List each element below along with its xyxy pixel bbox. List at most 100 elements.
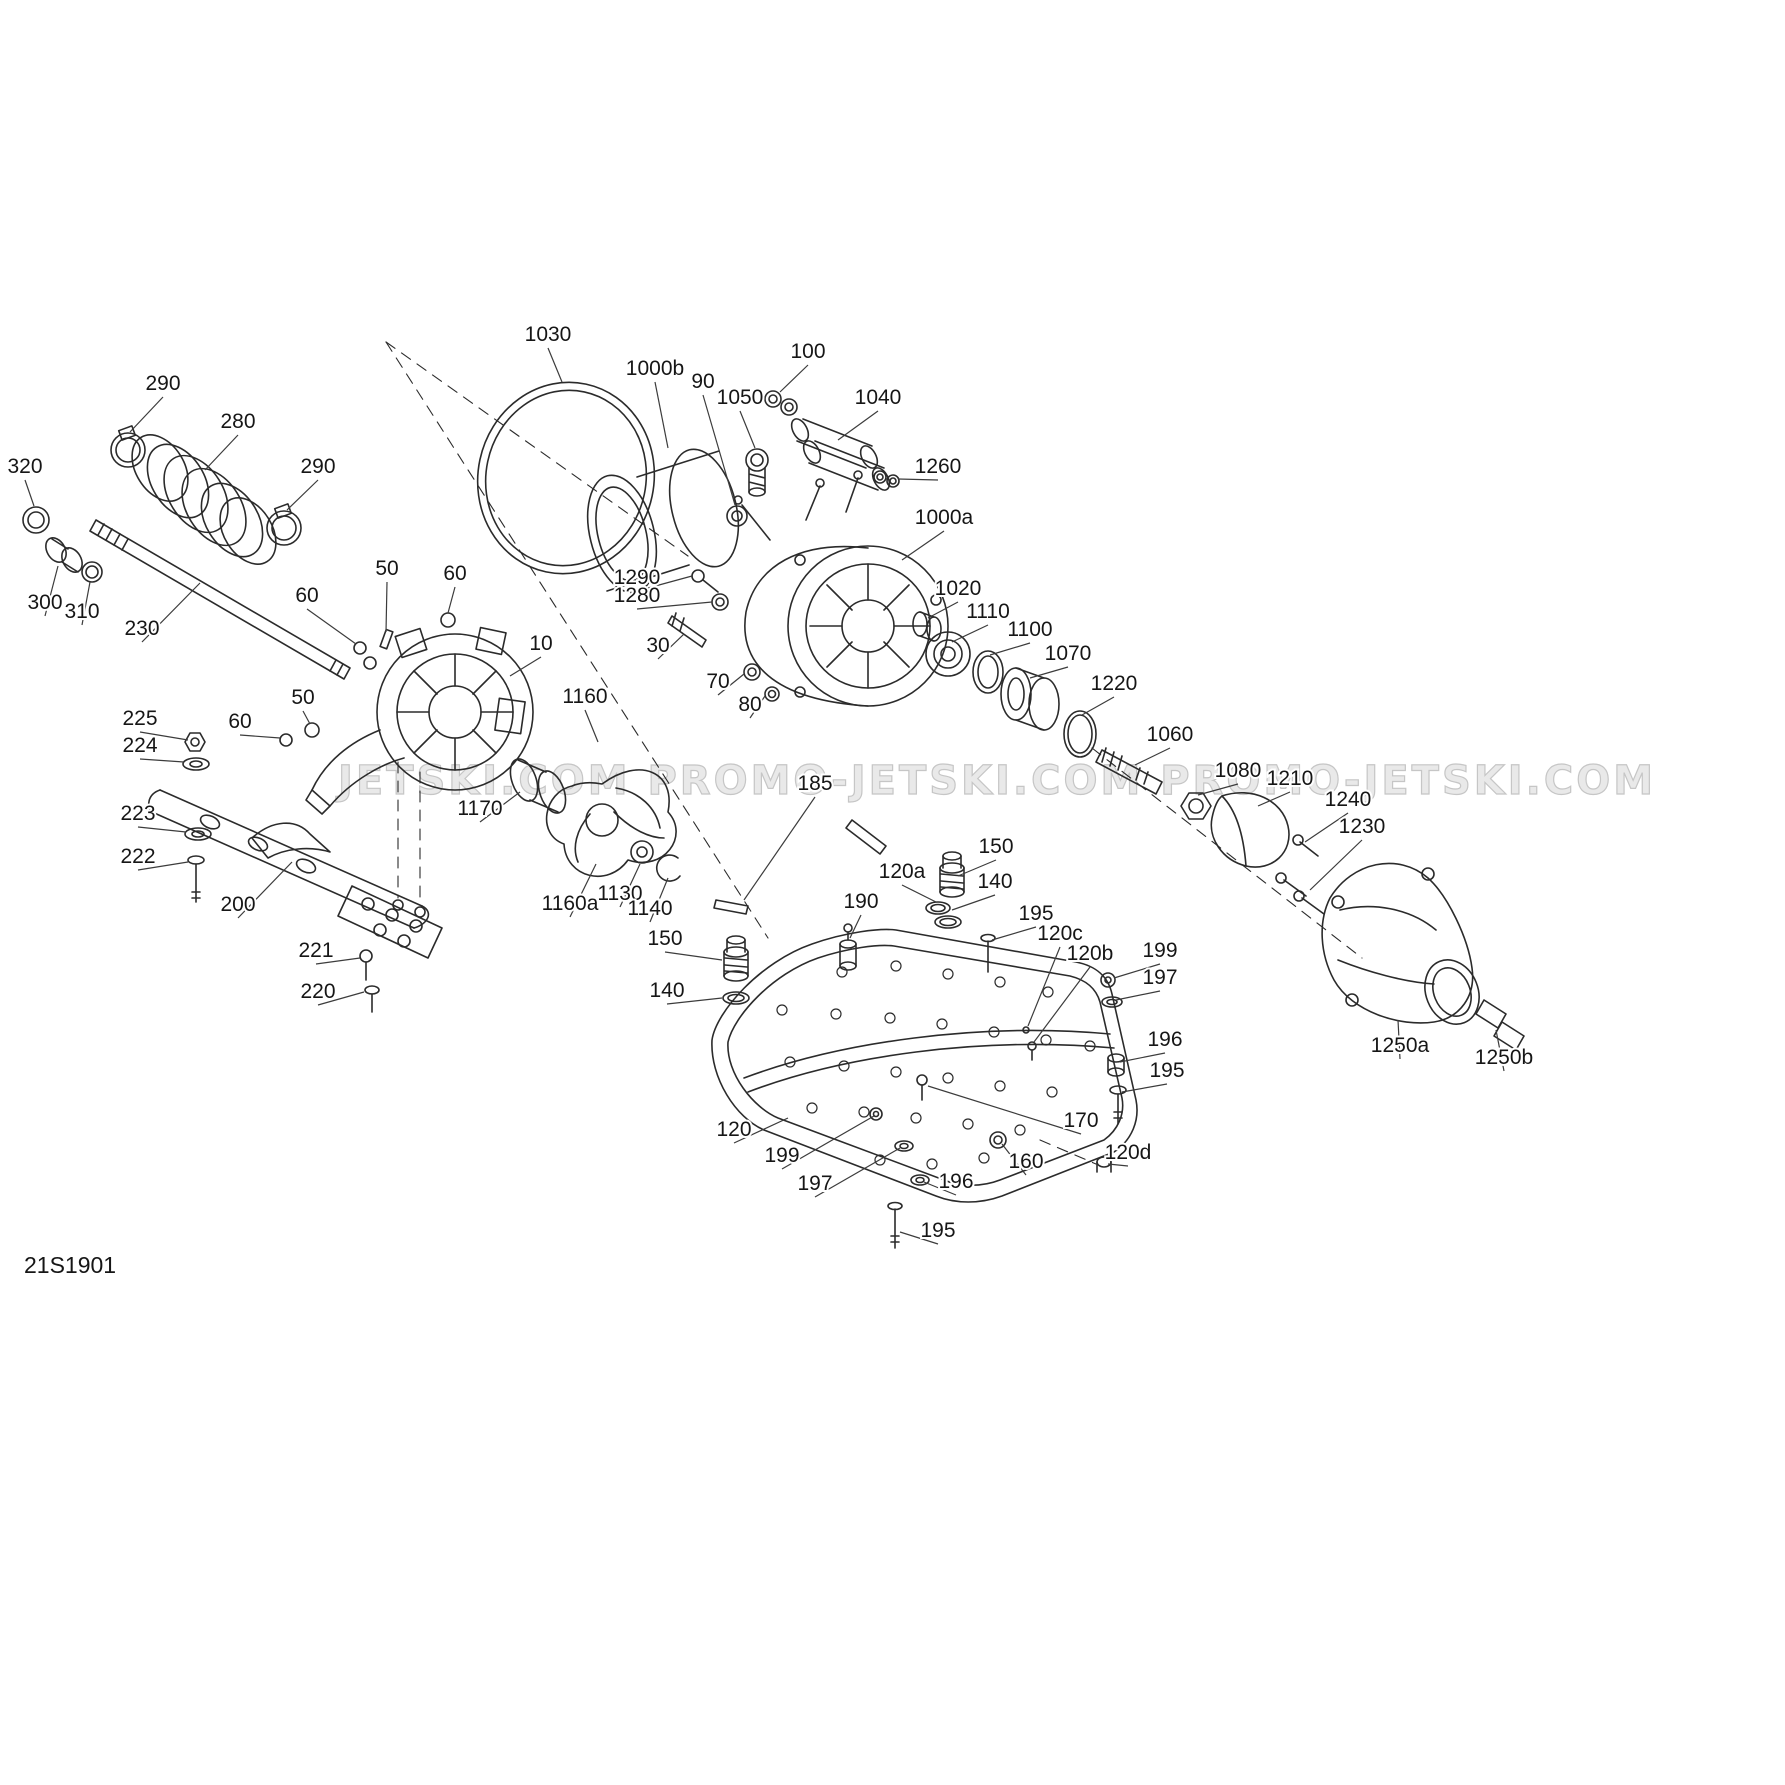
callout-leader-50 (385, 581, 388, 633)
callout-leader-160 (1001, 1143, 1027, 1176)
callout-label-195: 195 (1018, 902, 1053, 925)
callout-leader-197 (814, 1147, 901, 1198)
callout-label-1080: 1080 (1215, 759, 1262, 782)
callout-label-70: 70 (706, 670, 729, 693)
callout-label-221: 221 (298, 939, 333, 962)
callout-leader-1250b (1495, 1029, 1505, 1072)
callout-label-100: 100 (790, 340, 825, 363)
tube-1040 (790, 418, 891, 491)
callout-label-160: 160 (1008, 1150, 1043, 1173)
orings-1260 (873, 470, 900, 488)
bolt-1240 (1292, 834, 1319, 857)
callout-leader-140 (666, 997, 723, 1005)
callout-leader-1050 (739, 410, 756, 449)
fitting-150-left (723, 935, 749, 982)
callout-leader-290 (286, 479, 319, 511)
mount-bracket-200 (147, 789, 443, 959)
callout-leader-1110 (951, 624, 989, 643)
fitting-150-right (939, 851, 965, 898)
callout-leader-280 (204, 434, 239, 471)
callout-leader-1000a (901, 530, 945, 561)
callout-leader-1170 (479, 791, 521, 823)
bellows-280 (131, 434, 277, 565)
clamp-320 (22, 506, 50, 534)
callout-label-300: 300 (27, 591, 62, 614)
callout-leader-221 (315, 957, 361, 965)
ring-90 (726, 505, 748, 527)
callout-leader-60 (306, 608, 357, 645)
bolt-195-top (980, 933, 996, 973)
callout-leader-80 (749, 695, 766, 719)
washer-80 (764, 686, 780, 702)
callout-leader-1290 (636, 575, 693, 592)
callout-leader-224 (139, 758, 185, 763)
callout-label-150: 150 (647, 927, 682, 950)
callout-leader-320 (24, 479, 35, 507)
callout-leader-100 (779, 364, 809, 393)
bottom-hardware (869, 1026, 1112, 1249)
drive-shaft-230 (89, 519, 351, 680)
callout-leader-1040 (837, 410, 879, 441)
callout-label-280: 280 (220, 410, 255, 433)
callout-label-120d: 120d (1105, 1141, 1152, 1164)
fitting-1050 (745, 448, 769, 497)
callout-label-1030: 1030 (525, 323, 572, 346)
oring-1030 (476, 381, 656, 575)
callout-label-90: 90 (691, 370, 714, 393)
callout-leader-1140 (649, 877, 669, 923)
callout-leader-120b (1033, 966, 1091, 1043)
callout-label-1040: 1040 (855, 386, 902, 409)
callout-label-150: 150 (978, 835, 1013, 858)
callout-leader-1230 (1309, 839, 1363, 891)
callout-leader-50 (302, 710, 311, 725)
ride-plate-screws (776, 960, 1096, 1170)
callout-leader-200 (237, 861, 293, 919)
callout-leader-199 (781, 1115, 875, 1170)
callout-label-140: 140 (977, 870, 1012, 893)
callout-leader-90 (702, 394, 736, 506)
callout-leader-310 (81, 581, 91, 626)
ring-310 (81, 561, 103, 583)
callout-label-1250a: 1250a (1371, 1034, 1430, 1057)
callout-label-290: 290 (300, 455, 335, 478)
callout-label-60: 60 (443, 562, 466, 585)
pump-support-hardware (279, 612, 456, 918)
callout-label-200: 200 (220, 893, 255, 916)
callout-leader-300 (44, 565, 59, 617)
callout-label-225: 225 (122, 707, 157, 730)
impeller-1160 (545, 769, 677, 877)
callout-leader-120c (1027, 946, 1061, 1027)
callout-label-50: 50 (291, 686, 314, 709)
callout-label-30: 30 (646, 634, 669, 657)
callout-label-196: 196 (1147, 1028, 1182, 1051)
callout-leader-1100 (989, 642, 1031, 656)
callout-leader-1130 (619, 863, 641, 908)
callout-label-60: 60 (295, 584, 318, 607)
callout-label-1170: 1170 (457, 797, 502, 820)
callout-leader-197 (1115, 990, 1161, 1001)
drawing-code: 21S1901 (24, 1252, 117, 1278)
callout-label-223: 223 (120, 802, 155, 825)
callout-leader-196 (923, 1181, 957, 1196)
callout-label-1020: 1020 (935, 577, 982, 600)
callout-leader-290 (129, 396, 164, 433)
callout-label-120: 120 (716, 1118, 751, 1141)
callout-leader-1070 (1029, 666, 1069, 679)
ring-1100 (972, 650, 1004, 694)
callout-leader-225 (139, 731, 189, 741)
callout-label-310: 310 (64, 600, 99, 623)
callout-label-199: 199 (1142, 939, 1177, 962)
circlip-1140 (655, 854, 681, 882)
callout-label-140: 140 (649, 979, 684, 1002)
callout-label-1210: 1210 (1267, 767, 1314, 790)
callout-leader-120a (901, 884, 937, 903)
callout-leader-220 (317, 991, 365, 1006)
callout-leader-1060 (1134, 747, 1171, 766)
callout-label-1160: 1160 (562, 685, 607, 708)
callout-label-1230: 1230 (1339, 815, 1386, 838)
callout-leader-230 (141, 582, 201, 643)
callout-leader-1260 (897, 478, 939, 481)
callout-leader-1000b (654, 381, 669, 449)
